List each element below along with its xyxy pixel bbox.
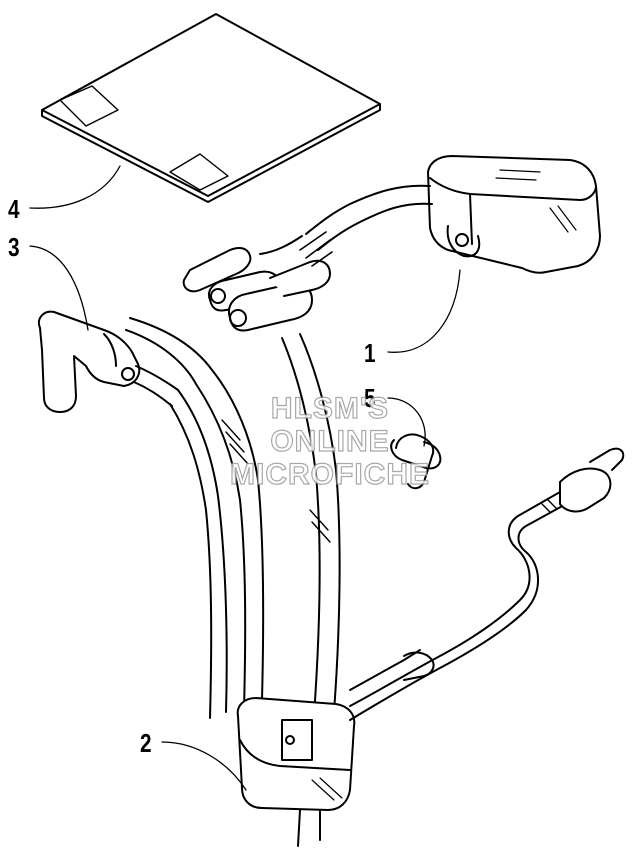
clamp [390, 433, 442, 490]
leader-2 [161, 741, 247, 791]
callout-1: 1 [364, 338, 376, 368]
cdi-harness [182, 184, 433, 332]
callout-5: 5 [364, 383, 376, 413]
leader-1 [387, 269, 461, 353]
decal-sheet [41, 13, 381, 203]
callout-2: 2 [140, 728, 152, 758]
high-tension-leads [125, 317, 341, 719]
callout-3: 3 [8, 232, 20, 262]
leader-4 [29, 165, 121, 209]
ignition-coil [236, 697, 356, 847]
callout-4: 4 [8, 194, 20, 224]
spark-plug-cap [38, 310, 179, 413]
leader-3 [29, 245, 89, 331]
cdi-box [427, 155, 601, 274]
leader-lines [29, 165, 461, 791]
primary-wire [349, 447, 625, 721]
leader-5 [387, 397, 426, 447]
